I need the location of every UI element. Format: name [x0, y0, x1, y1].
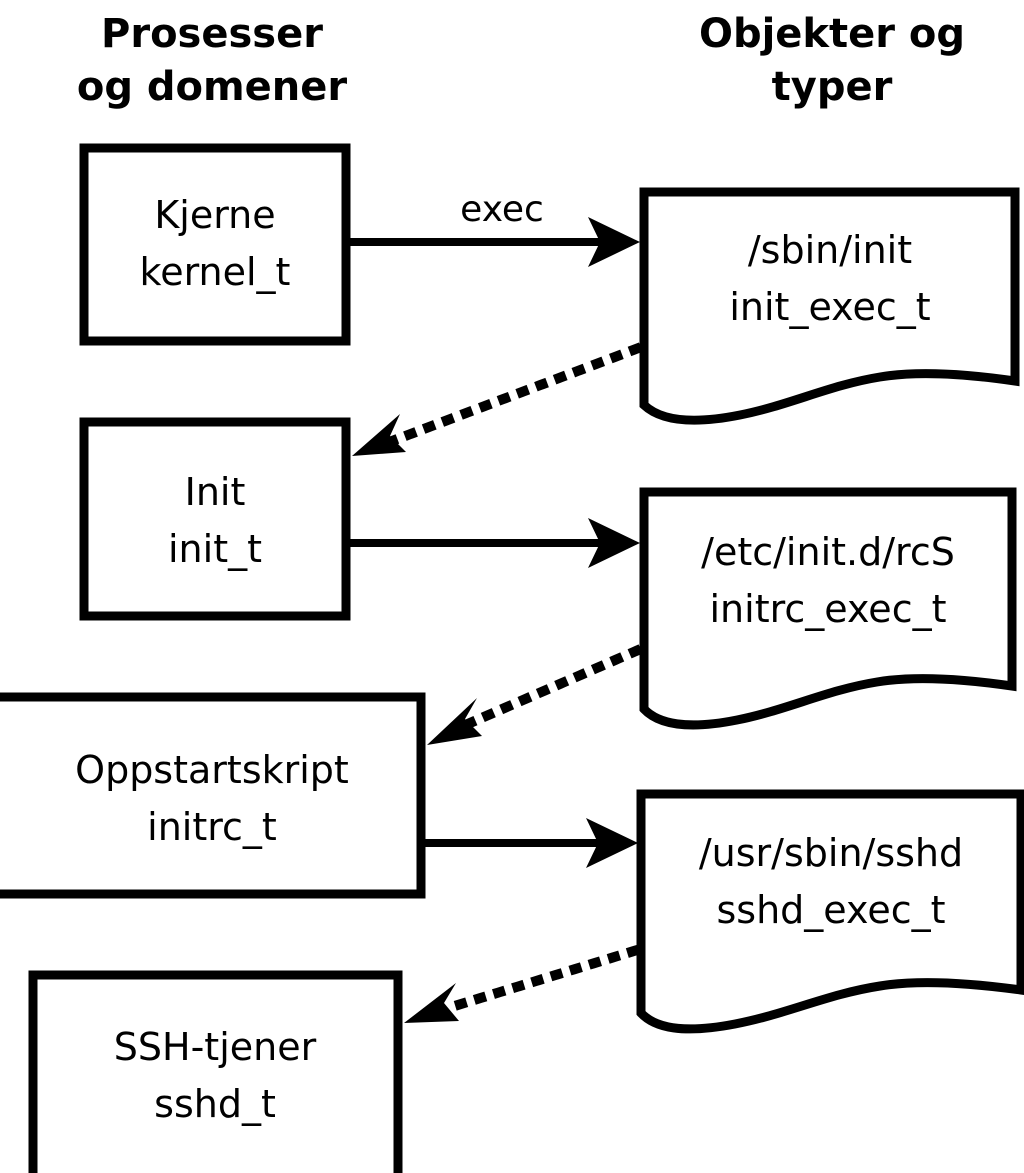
node-sbin-init-document[interactable]: [639, 187, 1020, 425]
arrow-head-kernel-exec: [588, 217, 640, 267]
edge-line-rcs-transition: [463, 644, 643, 730]
node-sbin-init[interactable]: /sbin/init init_exec_t: [639, 187, 1020, 425]
column-header-processes: Prosesser og domener: [77, 11, 348, 110]
edge-line-sshd-transition: [441, 944, 641, 1015]
node-initrc-line1: Oppstartskript: [75, 748, 349, 792]
node-kernel-box[interactable]: [79, 143, 351, 346]
node-etc-initd-rcs-line1: /etc/init.d/rcS: [701, 530, 955, 574]
node-usr-sbin-sshd-document[interactable]: [636, 789, 1024, 1034]
node-etc-initd-rcs-line2: initrc_exec_t: [710, 587, 947, 631]
node-sbin-init-line1: /sbin/init: [748, 228, 912, 272]
node-sshd[interactable]: SSH-tjener sshd_t: [28, 970, 403, 1173]
node-kernel[interactable]: Kjerne kernel_t: [79, 143, 351, 346]
arrow-head-init-exec: [588, 518, 640, 568]
arrow-head-initrc-exec: [586, 818, 638, 868]
node-usr-sbin-sshd-line1: /usr/sbin/sshd: [699, 831, 963, 875]
node-init-line2: init_t: [168, 527, 262, 571]
node-etc-initd-rcs-document[interactable]: [639, 487, 1017, 730]
node-kernel-line1: Kjerne: [154, 193, 275, 237]
edge-initrc-exec-sshd: [425, 818, 638, 868]
column-header-processes-line1: Prosesser: [101, 11, 323, 57]
edge-rcs-transition-initrc: [427, 644, 643, 745]
edge-kernel-exec-sbin-init: exec: [350, 189, 640, 267]
node-init-box[interactable]: [79, 417, 351, 621]
column-header-processes-line2: og domener: [77, 64, 348, 110]
node-init[interactable]: Init init_t: [79, 417, 351, 621]
node-sbin-init-line2: init_exec_t: [729, 285, 930, 329]
arrow-head-sbin-init-transition: [352, 414, 406, 456]
edge-label-exec: exec: [460, 189, 544, 230]
edge-line-sbin-init-transition: [385, 342, 643, 448]
arrow-head-rcs-transition: [427, 698, 482, 745]
node-usr-sbin-sshd[interactable]: /usr/sbin/sshd sshd_exec_t: [636, 789, 1024, 1034]
arrow-head-sshd-transition: [404, 983, 459, 1023]
column-header-objects-line2: typer: [772, 64, 893, 110]
edge-sshd-exec-transition-sshd: [404, 944, 641, 1023]
node-sshd-line2: sshd_t: [154, 1082, 276, 1126]
node-initrc[interactable]: Oppstartskript initrc_t: [0, 692, 426, 899]
edge-sbin-init-transition-init: [352, 342, 643, 456]
node-initrc-box[interactable]: [0, 692, 426, 899]
node-kernel-line2: kernel_t: [140, 250, 291, 294]
node-init-line1: Init: [185, 470, 246, 514]
node-usr-sbin-sshd-line2: sshd_exec_t: [716, 888, 945, 932]
node-sshd-box[interactable]: [28, 970, 403, 1173]
edge-init-exec-rcs: [350, 518, 640, 568]
column-header-objects: Objekter og typer: [699, 11, 965, 110]
node-initrc-line2: initrc_t: [147, 805, 277, 849]
node-sshd-line1: SSH-tjener: [114, 1025, 317, 1069]
node-etc-initd-rcs[interactable]: /etc/init.d/rcS initrc_exec_t: [639, 487, 1017, 730]
column-header-objects-line1: Objekter og: [699, 11, 965, 57]
